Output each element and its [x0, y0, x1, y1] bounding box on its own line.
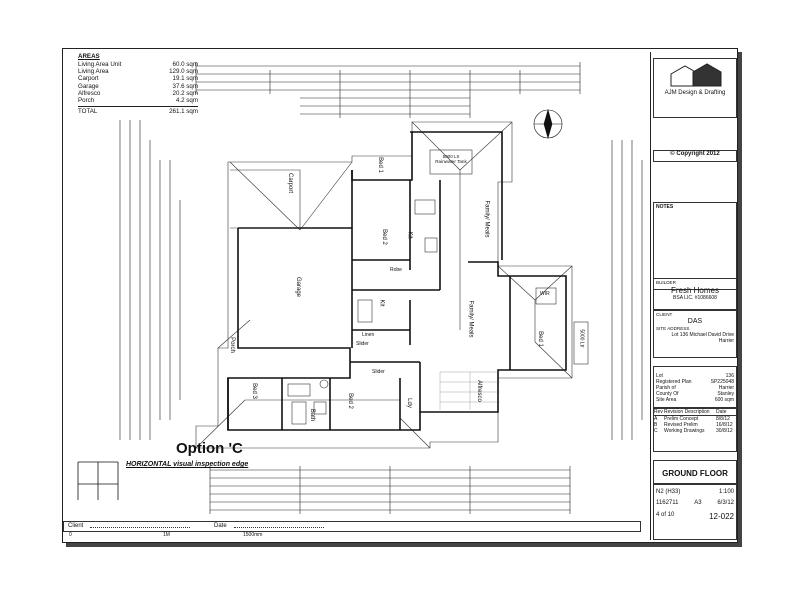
revision-row: A Prelim Concept 8/8/12	[654, 416, 730, 422]
top-dimension-lines	[195, 62, 581, 118]
job-code: N2 (H33)	[656, 489, 681, 495]
room-label-garage: Garage	[295, 276, 302, 298]
client-box: CLIENT DAS SITE ADDRESS Lot 136 Michael …	[653, 310, 737, 358]
sheet-number: 4 of 10	[656, 512, 675, 518]
room-label-family-meals: Family/ Meals	[467, 300, 474, 338]
edge-detail-section	[77, 461, 119, 500]
room-label-porch: Porch	[228, 337, 235, 353]
room-label-bed1-right: Bed 1	[536, 331, 543, 347]
room-label-ldy: Ldy	[405, 398, 412, 408]
scale-bar: 0 1M 1500mm	[69, 532, 263, 538]
drawing-info-box: N2 (H33) 1:100 1162711 A3 6/3/12 4 of 10…	[653, 484, 737, 540]
carport-outline	[230, 169, 301, 229]
client-label: Client	[68, 523, 84, 529]
client-date-strip: Client Date	[63, 521, 641, 532]
title-block: AJM Design & Drafting © Copyright 2012 N…	[650, 52, 737, 540]
job-number: 1162711	[656, 500, 679, 506]
room-label-bed2: Bed 2	[346, 393, 353, 409]
label-rainwater-tank-right: 5000 Ltr	[578, 329, 585, 348]
room-label-alfresco: Alfresco	[475, 380, 482, 402]
room-label-family-meals-top: Family/ Meals	[483, 200, 490, 238]
room-label-bed3: Bed 3	[250, 383, 257, 399]
drawing-name-box: GROUND FLOOR	[653, 460, 737, 484]
label-wir: WIR	[540, 291, 550, 297]
north-arrow-icon	[533, 108, 563, 140]
label-rainwater-tank: 5000 Ltr Rainwater Tank	[435, 154, 467, 164]
copyright: © Copyright 2012	[653, 150, 737, 162]
horizontal-inspection-note: HORIZONTAL visual inspection edge	[126, 461, 249, 468]
drawing-scale: 1:100	[718, 489, 734, 495]
label-robe: Robe	[390, 267, 402, 273]
client-name: DAS	[687, 318, 703, 325]
room-label-linen: Linen	[362, 332, 375, 338]
alfresco-hatch	[439, 371, 500, 410]
rainwater-tank-right	[573, 321, 589, 365]
builder-licence: BSA LIC. #1086608	[673, 295, 717, 301]
rainwater-tank-top	[429, 149, 473, 175]
builder-name: Fresh Homes	[670, 286, 719, 295]
date-label: Date	[214, 523, 227, 529]
builder-box: BUILDER Fresh Homes BSA LIC. #1086608	[653, 278, 737, 310]
house-logo-icon	[670, 63, 722, 87]
drawing-number: 12-022	[709, 512, 734, 521]
right-dimension-lines	[611, 140, 643, 440]
room-label-carport: Carport	[287, 172, 294, 194]
date-signature-line	[234, 527, 324, 528]
site-suburb: Harrier	[718, 338, 734, 344]
walls	[227, 131, 567, 431]
left-dimension-lines	[119, 120, 181, 440]
company-logo-box: AJM Design & Drafting	[653, 58, 737, 118]
notes-heading: NOTES	[656, 204, 674, 210]
bottom-dimension-lines	[209, 466, 571, 514]
room-label-bed1-top: Bed 1	[376, 157, 383, 173]
site-address: Lot 136 Michael David Drive	[671, 332, 734, 338]
sheet-size: A3	[694, 500, 702, 506]
fixtures	[287, 199, 557, 425]
option-label: Option 'C	[176, 440, 243, 457]
room-label-kit: Kit	[378, 299, 385, 307]
company-name: AJM Design & Drafting	[664, 90, 726, 96]
room-label-kit-top: Kit	[406, 231, 413, 239]
label-slider: Slider	[356, 341, 369, 347]
revision-header: Rev Revision Description Date	[654, 409, 736, 416]
notes-box: NOTES	[653, 202, 737, 290]
room-label-bed2-top: Bed 2	[380, 229, 387, 245]
revision-table: Rev Revision Description Date A Prelim C…	[653, 408, 737, 452]
drawing-sheet	[62, 48, 738, 543]
client-signature-line	[90, 527, 190, 528]
drawing-name: GROUND FLOOR	[662, 469, 728, 478]
areas-title: AREAS	[78, 53, 100, 60]
room-label-bath: Bath	[309, 408, 316, 422]
drawn-date: 6/3/12	[717, 500, 734, 506]
revision-row: C Working Drawings 30/8/12	[654, 428, 733, 434]
label-slider: Slider	[372, 369, 385, 375]
revision-row: B Revised Prelim 16/8/12	[654, 422, 733, 428]
